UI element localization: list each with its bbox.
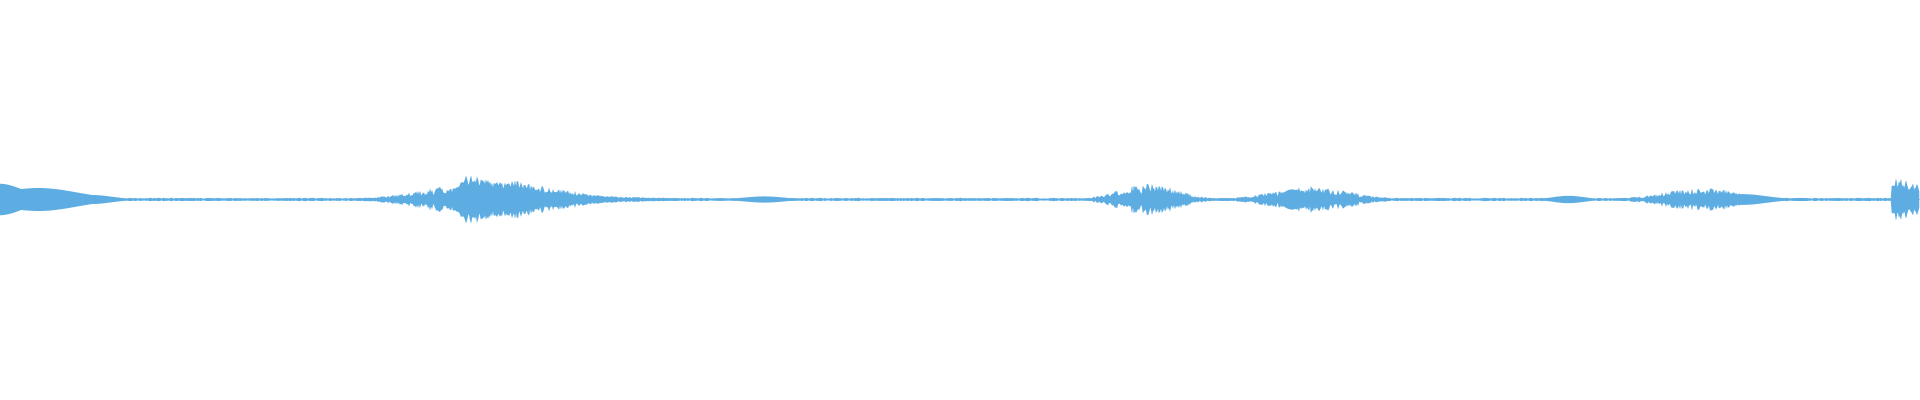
waveform-envelope — [0, 175, 1920, 224]
